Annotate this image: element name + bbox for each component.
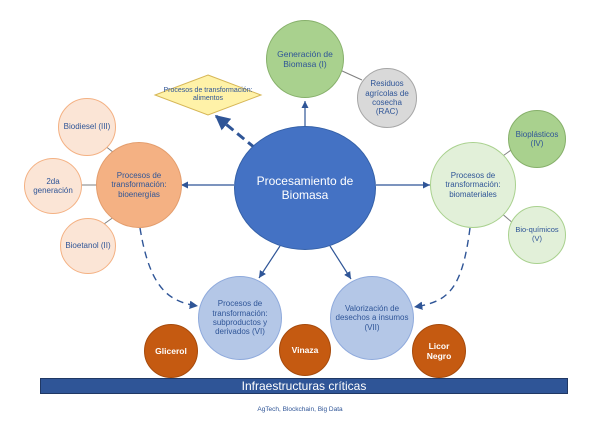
bioenergy-process-node: Procesos de transformación: bioenergías <box>96 142 182 228</box>
valorization-label: Valorización de desechos a insumos (VII) <box>335 303 409 332</box>
dashed-arrow-bioenergy-to-subproducts <box>139 227 199 309</box>
second-generation-label: 2da generación <box>33 176 73 195</box>
critical-infrastructure-bar: Infraestructuras críticas <box>40 378 568 394</box>
bioethanol-label: Bioetanol (II) <box>65 241 111 251</box>
bioplastics-label: Bioplásticos (IV) <box>515 129 559 148</box>
glycerol-node: Glicerol <box>144 324 198 378</box>
biomass-generation-label: Generación de Biomasa (I) <box>277 48 333 69</box>
arrow-center-to-subproducts <box>258 245 281 279</box>
biochemicals-label: Bio-químicos (V) <box>515 225 559 243</box>
biomass-processing-node: Procesamiento de Biomasa <box>234 126 376 250</box>
connector-generation-to-residues <box>339 69 363 81</box>
bioplastics-node: Bioplásticos (IV) <box>508 110 566 168</box>
subproducts-process-label: Procesos de transformación: subproductos… <box>212 299 268 337</box>
biomaterials-process-node: Procesos de transformación: biomateriale… <box>430 142 516 228</box>
black-liquor-label: Licor Negro <box>426 340 452 361</box>
vinasse-label: Vinaza <box>291 344 319 355</box>
biodiesel-label: Biodiesel (III) <box>63 122 111 132</box>
dashed-arrow-biomaterials-to-valorization <box>413 227 471 310</box>
biomaterials-process-label: Procesos de transformación: biomateriale… <box>445 170 501 199</box>
bioethanol-node: Bioetanol (II) <box>60 218 116 274</box>
bioenergy-process-label: Procesos de transformación: bioenergías <box>111 170 167 199</box>
crop-residues-label: Residuos agrícolas de cosecha (RAC) <box>365 79 409 117</box>
black-liquor-node: Licor Negro <box>412 324 466 378</box>
critical-infrastructure-label: Infraestructuras críticas <box>241 379 367 393</box>
crop-residues-node: Residuos agrícolas de cosecha (RAC) <box>357 68 417 128</box>
valorization-node: Valorización de desechos a insumos (VII) <box>330 276 414 360</box>
food-process-label: Procesos de transformación: alimentos <box>163 86 253 102</box>
vinasse-node: Vinaza <box>279 324 331 376</box>
glycerol-label: Glicerol <box>155 345 187 356</box>
arrow-center-to-valorization <box>329 245 352 280</box>
biodiesel-node: Biodiesel (III) <box>58 98 116 156</box>
biomass-generation-node: Generación de Biomasa (I) <box>266 20 344 98</box>
second-generation-node: 2da generación <box>24 158 82 214</box>
biochemicals-node: Bio-químicos (V) <box>508 206 566 264</box>
arrow-center-to-food <box>214 114 256 150</box>
subproducts-process-node: Procesos de transformación: subproductos… <box>198 276 282 360</box>
technology-footnote: AgTech, Blockchain, Big Data <box>257 406 343 413</box>
food-diamond <box>153 74 263 116</box>
biomass-processing-label: Procesamiento de Biomasa <box>256 173 354 202</box>
